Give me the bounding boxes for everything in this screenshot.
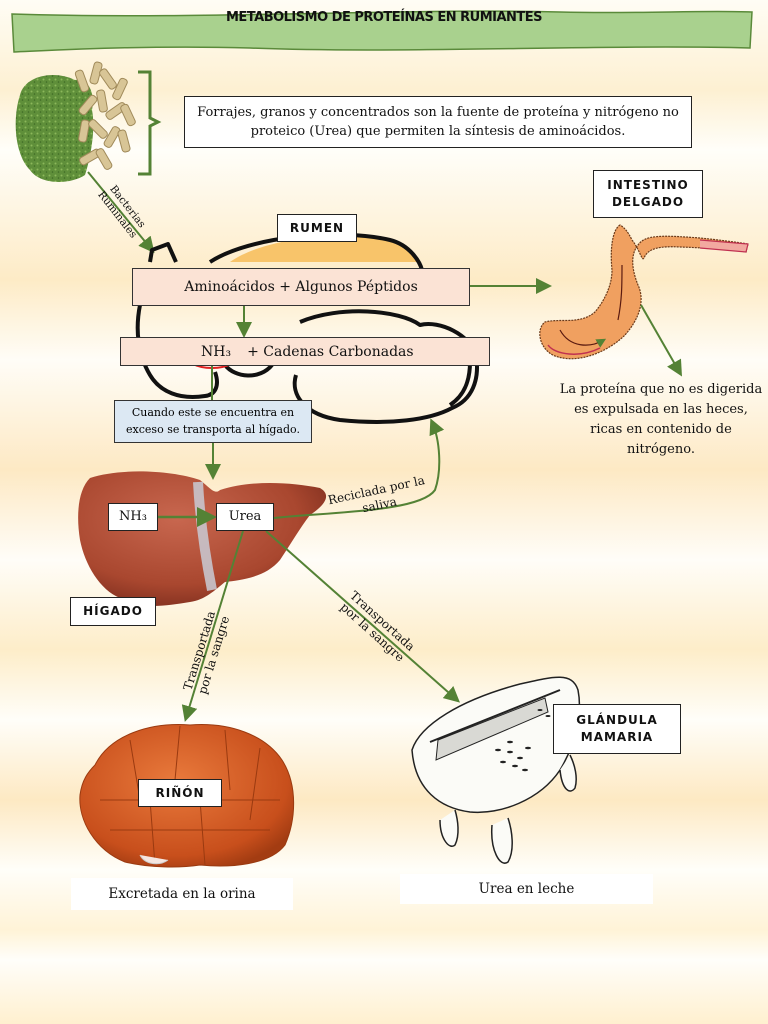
pellets-image (74, 61, 136, 170)
rumen-label: RUMEN (277, 214, 357, 242)
arrow-intestine-to-description (640, 304, 682, 377)
mammary-gland-illustration (411, 676, 581, 864)
feed-description-text: Forrajes, granos y concentrados son la f… (197, 105, 679, 139)
arrow-urea-to-kidney (181, 530, 244, 722)
liver-nh3-text: NH₃ (119, 509, 147, 524)
kidney-caption: Excretada en la orina (71, 878, 293, 910)
liver-illustration (78, 471, 327, 606)
liver-urea-box: Urea (216, 503, 274, 531)
aminoacids-text: Aminoácidos + Algunos Péptidos (184, 279, 418, 295)
mammary-gland-label: GLÁNDULA MAMARIA (553, 704, 681, 754)
liver-nh3-box: NH₃ (108, 503, 158, 531)
liver-label: HÍGADO (70, 597, 156, 626)
arrow-urea-to-mammary (265, 530, 460, 703)
arrow-feed-to-rumen (87, 171, 155, 254)
feed-description-box: Forrajes, granos y concentrados son la f… (184, 96, 692, 148)
forage-image (15, 75, 94, 182)
liver-urea-text: Urea (228, 509, 262, 524)
excess-nh3-note-text: Cuando este se encuentra en exceso se tr… (126, 406, 300, 436)
intestine-label: INTESTINO DELGADO (593, 170, 703, 218)
carbon-chains-text: + Cadenas Carbonadas (247, 343, 414, 360)
intestine-label-line1: INTESTINO (607, 178, 689, 192)
rumen-illustration (135, 232, 479, 424)
mammary-caption: Urea en leche (400, 874, 653, 904)
arrow-urea-recycled-saliva (273, 418, 445, 519)
nh3-carbon-chains-box: NH₃ + Cadenas Carbonadas (120, 337, 490, 366)
mammary-gland-label-line1: GLÁNDULA (576, 713, 658, 727)
bracket (138, 70, 162, 176)
aminoacids-box: Aminoácidos + Algunos Péptidos (132, 268, 470, 306)
mammary-gland-label-line2: MAMARIA (580, 730, 654, 744)
kidney-label: RIÑÓN (138, 779, 222, 807)
intestine-description: La proteína que no es digerida es expuls… (559, 382, 763, 457)
title-banner (11, 10, 753, 53)
page-title: METABOLISMO DE PROTEÍNAS EN RUMIANTES (225, 10, 543, 25)
intestine-label-line2: DELGADO (611, 195, 685, 209)
intestine-illustration (539, 224, 749, 360)
excess-nh3-note: Cuando este se encuentra en exceso se tr… (114, 400, 312, 443)
nh3-text: NH₃ (201, 343, 232, 360)
